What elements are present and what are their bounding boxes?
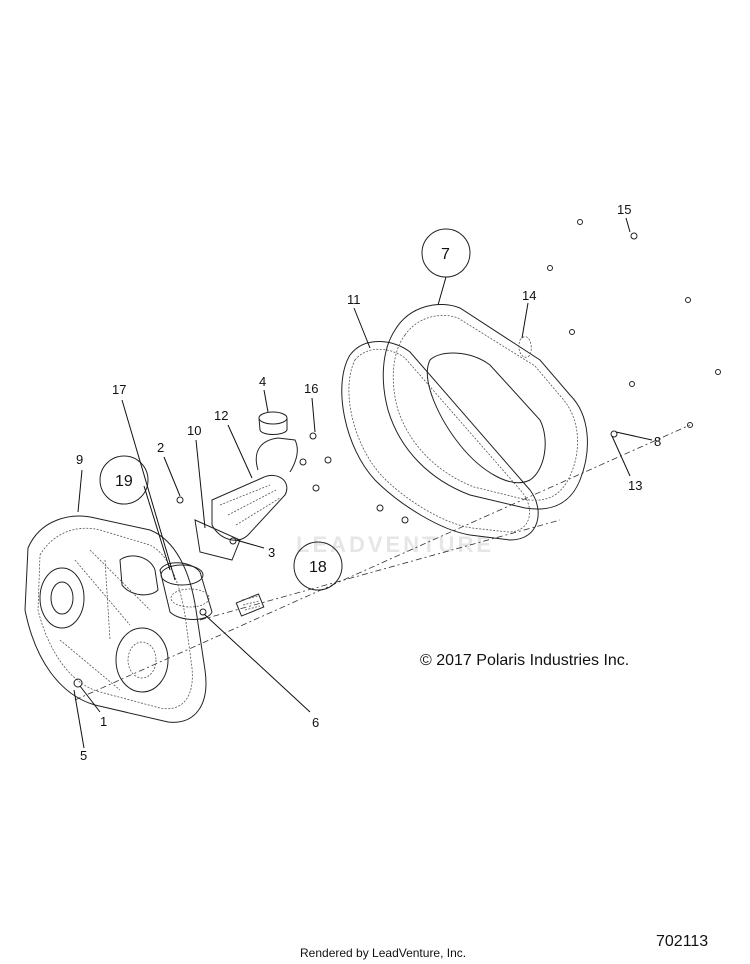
callout-18: 18 — [309, 559, 327, 576]
diagram-number: 702113 — [656, 933, 709, 950]
callout-13: 13 — [628, 478, 642, 493]
callout-14: 14 — [522, 288, 536, 303]
callout-7: 7 — [441, 246, 450, 263]
callout-1: 1 — [100, 714, 107, 729]
inner-clutch-cover — [24, 515, 207, 723]
callout-11: 11 — [347, 292, 361, 307]
centerline-upper — [199, 519, 561, 621]
outer-clutch-cover — [382, 303, 588, 510]
copyright-notice: © 2017 Polaris Industries Inc. — [420, 652, 630, 669]
centerline-lower — [74, 424, 691, 701]
fasteners — [73, 219, 721, 688]
rendered-by-footer: Rendered by LeadVenture, Inc. — [300, 946, 467, 960]
callout-5: 5 — [80, 748, 87, 763]
callout-9: 9 — [76, 452, 83, 467]
callout-circle-19 — [99, 455, 149, 505]
callout-4: 4 — [259, 374, 266, 389]
leader-lines — [73, 217, 653, 749]
callout-17: 17 — [112, 382, 126, 397]
callout-8: 8 — [654, 434, 661, 449]
callout-12: 12 — [214, 408, 228, 423]
cover-seal — [341, 341, 539, 541]
callout-2: 2 — [157, 440, 164, 455]
callout-6: 6 — [312, 715, 319, 730]
callout-circle-18 — [293, 541, 343, 591]
callout-19: 19 — [115, 473, 133, 490]
callout-10: 10 — [187, 423, 201, 438]
callout-3: 3 — [268, 545, 275, 560]
intake-duct — [159, 411, 298, 620]
callout-15: 15 — [617, 202, 631, 217]
callout-16: 16 — [304, 381, 318, 396]
